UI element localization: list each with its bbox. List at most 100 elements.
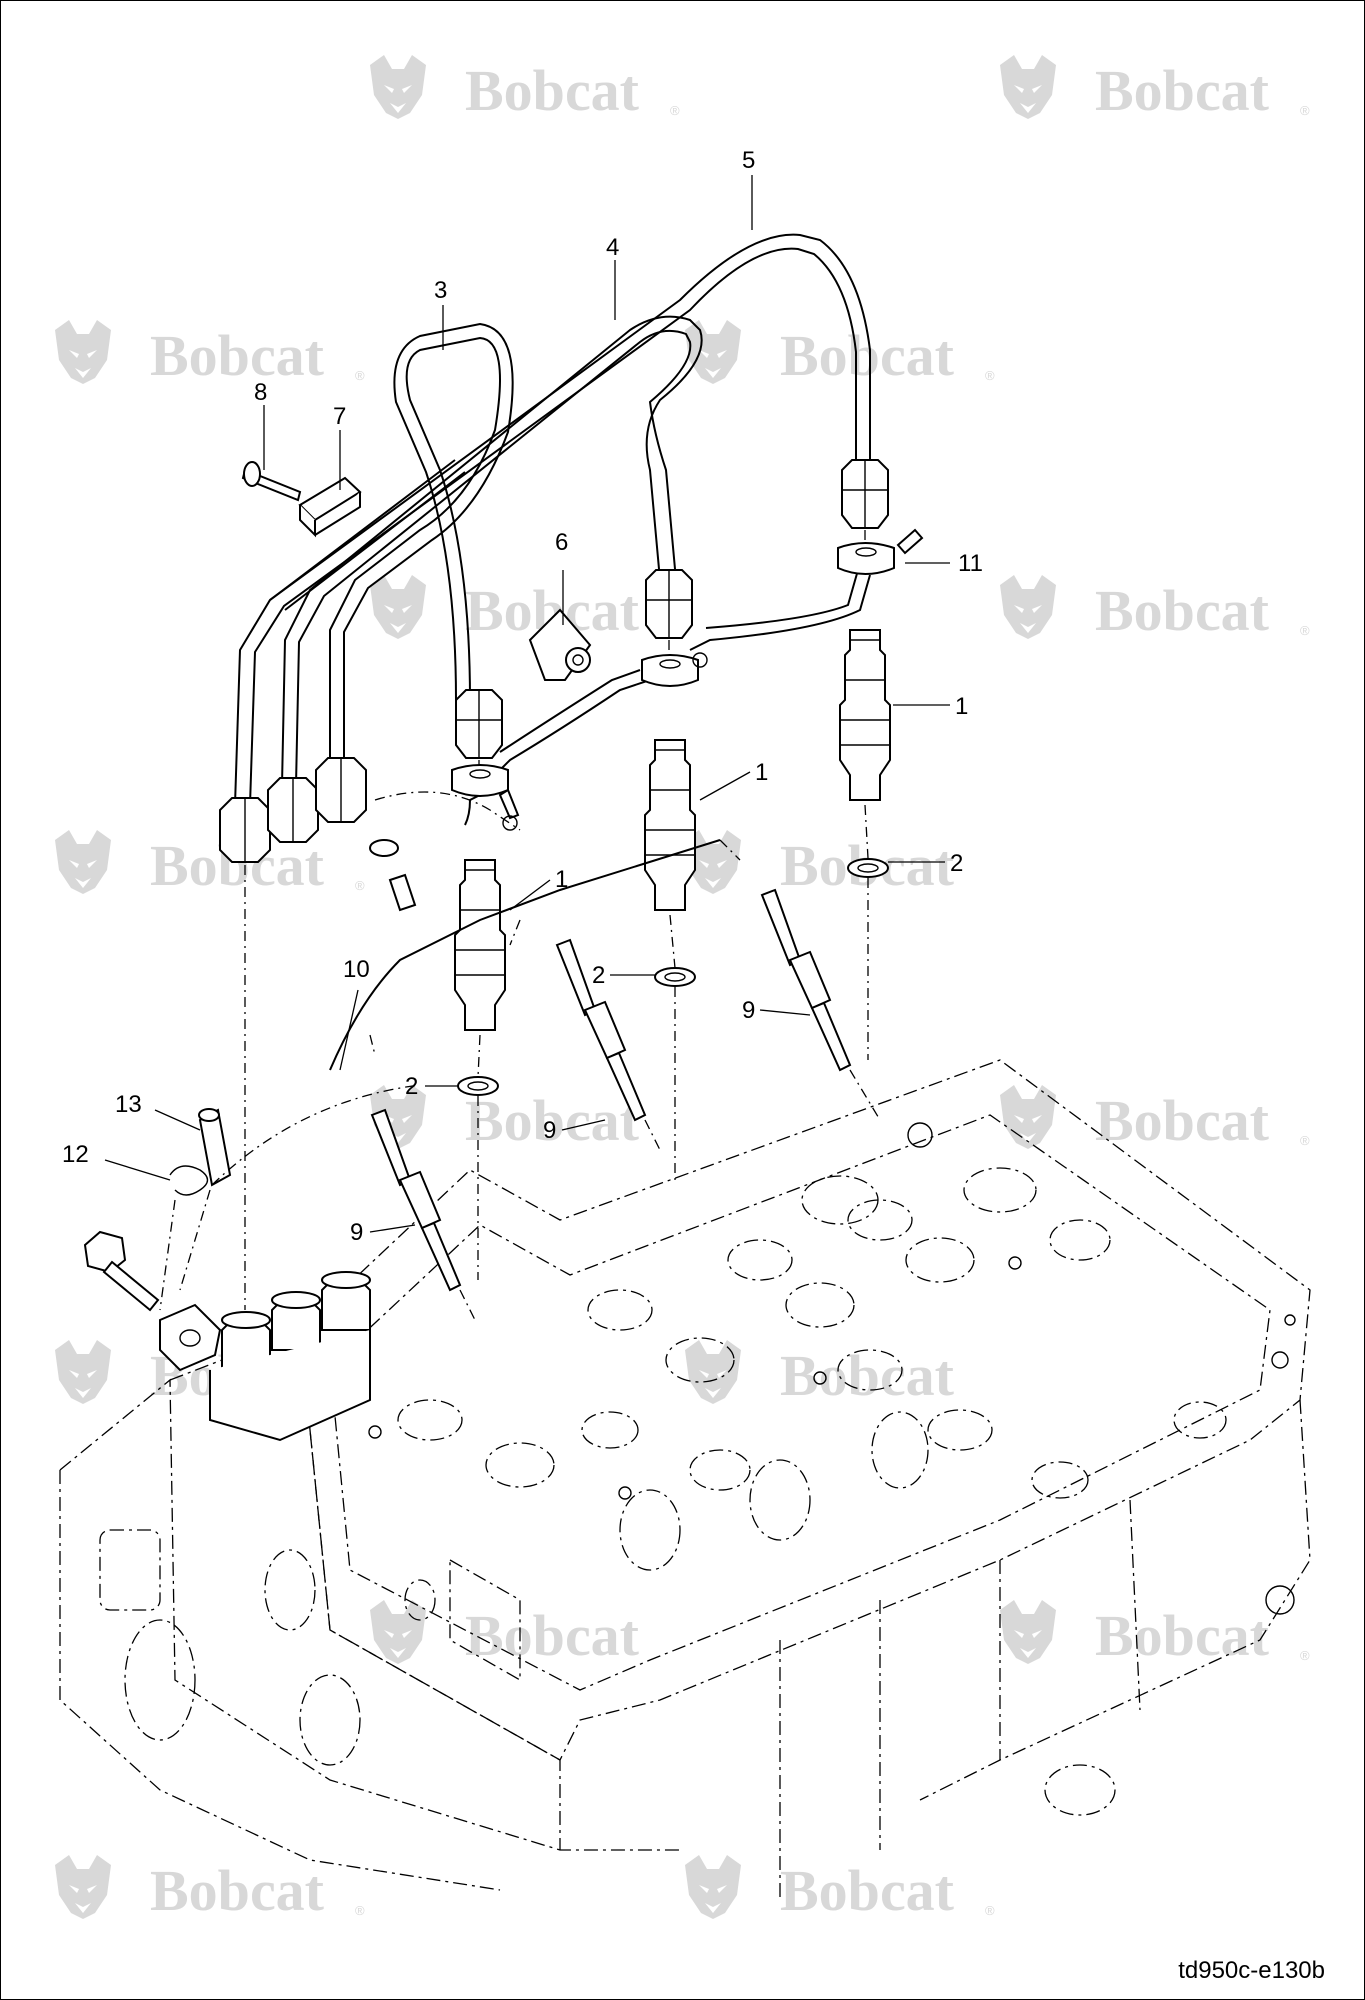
bobcat-logo-icon [55,1855,111,1919]
pipe-nut [315,757,367,823]
injection-pipes [234,233,871,806]
svg-text:®: ® [355,368,365,383]
callout-6: 6 [555,529,568,556]
injector-nozzle [644,739,696,911]
nozzle-gasket [654,967,696,987]
pipe-nut [267,777,319,843]
pipe-nuts-pump [219,757,367,863]
glow-plug [555,938,647,1122]
callout-2: 2 [405,1073,418,1100]
callout-1: 1 [955,693,968,720]
pipe-clamp-7 [298,476,362,538]
svg-text:®: ® [355,1903,365,1918]
bobcat-logo-icon [1000,1085,1056,1149]
svg-text:®: ® [985,368,995,383]
watermark-text: Bobcat [465,58,640,123]
wire-clip-12 [169,1165,209,1196]
injection-pipe-5 [234,233,871,806]
callout-8: 8 [254,379,267,406]
head-front-features [99,1314,1296,1816]
small-plug-parts [369,652,708,912]
bobcat-logo-icon [1000,1600,1056,1664]
svg-text:®: ® [1300,1133,1310,1148]
watermark-text: Bobcat [1095,1603,1270,1668]
injector-nozzle [454,859,506,1031]
pipe-nut [219,797,271,863]
clamp-bolt-8 [241,461,302,502]
watermark: Bobcat ® [1000,1600,1310,1668]
svg-text:®: ® [1300,623,1310,638]
watermark: Bobcat [685,830,955,898]
pipe-nut [645,569,693,639]
banjo-bolt [83,1230,222,1372]
return-pipe-seals [451,528,924,820]
nozzle-gasket [847,858,889,878]
injection-pipe-3 [329,336,501,765]
callout-2: 2 [592,962,605,989]
bobcat-logo-icon [55,1340,111,1404]
callout-1: 1 [555,866,568,893]
callout-13: 13 [115,1091,142,1118]
callout-3: 3 [434,277,447,304]
watermark: Bobcat [370,1085,640,1153]
watermark-layer: Bobcat ® Bobcat ® Bobcat ® Bobcat ® Bobc… [55,55,1310,1923]
watermark: Bobcat ® [685,1855,995,1923]
watermark-text: Bobcat [780,1858,955,1923]
glow-plug [760,888,852,1072]
watermark: Bobcat ® [1000,55,1310,123]
watermark: Bobcat ® [55,830,365,898]
bobcat-logo-icon [55,320,111,384]
callout-12: 12 [62,1141,89,1168]
svg-text:®: ® [985,1903,995,1918]
watermark-text: Bobcat [780,1343,955,1408]
callout-5: 5 [742,147,755,174]
watermark: Bobcat [370,575,640,643]
watermark: Bobcat ® [1000,1085,1310,1153]
callout-10: 10 [343,956,370,983]
callout-9: 9 [742,997,755,1024]
callout-9: 9 [350,1219,363,1246]
callout-1: 1 [755,759,768,786]
watermark-text: Bobcat [150,1858,325,1923]
watermark: Bobcat [685,1340,955,1408]
injector-nozzle [839,629,891,801]
pipe-nut [455,689,503,759]
callout-9: 9 [543,1117,556,1144]
fuel-return-pipe-11 [464,569,871,826]
callout-7: 7 [333,403,346,430]
bobcat-logo-icon [1000,575,1056,639]
watermark: Bobcat ® [370,55,680,123]
svg-text:®: ® [670,103,680,118]
callout-leaders [104,175,950,1233]
watermark: Bobcat ® [685,320,995,388]
bobcat-logo-icon [370,55,426,119]
glow-plug-lead-10 [329,791,741,1071]
watermark: Bobcat ® [55,320,365,388]
watermark-text: Bobcat [1095,58,1270,123]
svg-text:®: ® [1300,1648,1310,1663]
bobcat-logo-icon [370,575,426,639]
drawing-reference-number: td950c-e130b [1178,1957,1325,1984]
watermark-text: Bobcat [150,323,325,388]
callout-4: 4 [606,234,619,261]
callout-11: 11 [958,550,983,577]
watermark-text: Bobcat [465,1088,640,1153]
pipe-clamp-6 [528,608,592,681]
bobcat-logo-icon [685,320,741,384]
pump-delivery-valves [209,1271,371,1442]
watermark: Bobcat ® [55,1855,365,1923]
injection-pipe-4 [281,315,703,786]
bobcat-logo-icon [55,830,111,894]
watermark-text: Bobcat [1095,578,1270,643]
svg-text:®: ® [355,878,365,893]
callout-2: 2 [950,850,963,877]
callout-labels: 5 4 3 8 7 6 11 1 1 1 2 2 2 10 9 9 9 13 1… [62,147,983,1246]
bobcat-logo-icon [370,1600,426,1664]
cylinder-head-phantom [59,1059,1311,1900]
watermark-text: Bobcat [465,1603,640,1668]
svg-text:®: ® [1300,103,1310,118]
nozzle-gasket [457,1076,499,1096]
watermark: Bobcat ® [1000,575,1310,643]
glow-plug [370,1108,462,1292]
bobcat-logo-icon [685,1340,741,1404]
